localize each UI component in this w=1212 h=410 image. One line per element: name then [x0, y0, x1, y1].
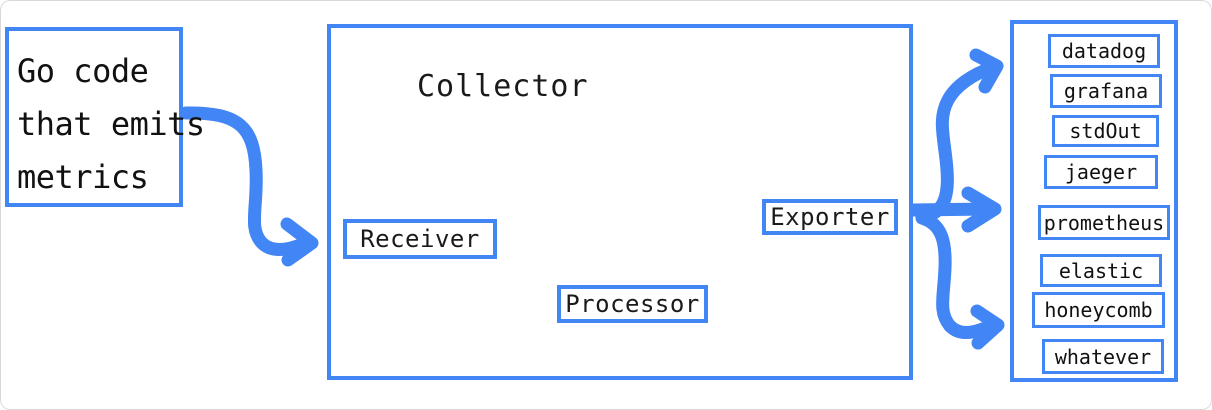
arrow-exporter-fanout-mid: [906, 186, 1002, 233]
backend-item-stdOut[interactable]: stdOut: [1052, 115, 1159, 147]
collector-title: Collector: [417, 69, 589, 104]
receiver-box[interactable]: Receiver: [343, 219, 497, 259]
backend-item-honeycomb[interactable]: honeycomb: [1032, 292, 1165, 328]
backend-item-whatever[interactable]: whatever: [1042, 339, 1164, 374]
source-line-1: Go code: [17, 52, 149, 90]
arrow-source-to-receiver: [179, 106, 319, 267]
backends-container: datadog grafana stdOut jaeger prometheus elas…: [1010, 20, 1178, 382]
source-line-3: metrics: [17, 158, 149, 196]
backend-item-datadog[interactable]: datadog: [1048, 34, 1160, 68]
source-line-2: that emits: [17, 105, 205, 143]
arrow-exporter-fanout-up: [915, 48, 1004, 224]
exporter-box[interactable]: Exporter: [762, 199, 898, 235]
backend-item-jaeger[interactable]: jaeger: [1044, 155, 1158, 189]
arrow-exporter-fanout-down: [915, 211, 1005, 350]
processor-box[interactable]: Processor: [557, 285, 708, 323]
backend-item-prometheus[interactable]: prometheus: [1038, 205, 1170, 240]
go-code-source-box: Go code that emits metrics: [5, 27, 205, 207]
backend-item-elastic[interactable]: elastic: [1040, 254, 1162, 287]
backend-item-grafana[interactable]: grafana: [1050, 74, 1162, 108]
